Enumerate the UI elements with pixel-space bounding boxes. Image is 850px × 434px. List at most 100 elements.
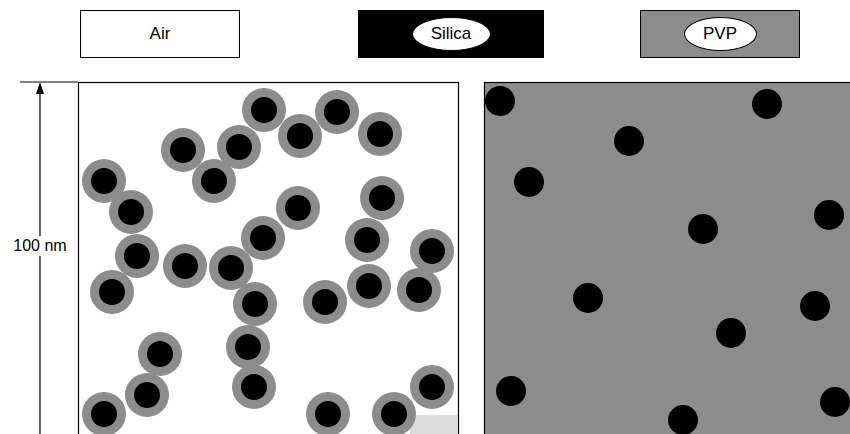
- coated-particle: [360, 176, 404, 220]
- silica-particle: [814, 200, 844, 230]
- legend-swatch: PVP: [640, 10, 800, 58]
- silica-core: [250, 225, 276, 251]
- pvp-shell: [82, 392, 126, 434]
- coated-particle: [303, 280, 347, 324]
- legend-text: Air: [150, 24, 171, 44]
- silica-core: [134, 382, 160, 408]
- coated-particle: [125, 373, 169, 417]
- pvp-shell: [209, 246, 253, 290]
- silica-core: [99, 279, 125, 305]
- coated-particle: [241, 216, 285, 260]
- silica-core: [124, 243, 150, 269]
- pvp-shell: [372, 392, 416, 434]
- silica-core: [419, 238, 445, 264]
- silica-particle: [752, 89, 782, 119]
- legend-text: Silica: [431, 24, 472, 44]
- coated-particle: [233, 282, 277, 326]
- pvp-shell: [233, 282, 277, 326]
- silica-core: [356, 273, 382, 299]
- silica-core: [354, 227, 380, 253]
- label-oval: Silica: [412, 17, 491, 51]
- pvp-shell: [347, 264, 391, 308]
- silica-core: [251, 97, 277, 123]
- silica-core: [91, 401, 117, 427]
- pvp-shell: [242, 88, 286, 132]
- coated-particle: [306, 392, 350, 434]
- pvp-shell: [163, 244, 207, 288]
- scale-bar: [20, 82, 78, 434]
- legend-swatch: Silica: [358, 10, 544, 58]
- coated-particle: [315, 90, 359, 134]
- air-panel: [79, 83, 459, 434]
- silica-core: [91, 168, 117, 194]
- coated-particle: [242, 88, 286, 132]
- label-oval: PVP: [684, 17, 757, 51]
- silica-core: [218, 255, 244, 281]
- coated-particle: [372, 392, 416, 434]
- coated-particle: [109, 190, 153, 234]
- silica-particle: [668, 405, 698, 434]
- pvp-shell: [241, 216, 285, 260]
- pvp-shell: [226, 325, 270, 369]
- silica-particle: [514, 167, 544, 197]
- pvp-shell: [109, 190, 153, 234]
- silica-core: [170, 137, 196, 163]
- pvp-shell: [125, 373, 169, 417]
- silica-particle: [716, 318, 746, 348]
- pvp-shell: [306, 392, 350, 434]
- silica-core: [172, 253, 198, 279]
- pvp-shell: [278, 114, 322, 158]
- silica-particle: [820, 387, 850, 417]
- coated-particle: [410, 229, 454, 273]
- silica-core: [315, 401, 341, 427]
- pvp-shell: [397, 268, 441, 312]
- coated-particle: [345, 218, 389, 262]
- pvp-shell: [138, 332, 182, 376]
- pvp-shell: [276, 186, 320, 230]
- silica-core: [147, 341, 173, 367]
- legend-swatch: Air: [80, 10, 240, 58]
- silica-particle: [800, 291, 830, 321]
- pvp-shell: [303, 280, 347, 324]
- coated-particle: [276, 186, 320, 230]
- pvp-shell: [90, 270, 134, 314]
- coated-particle: [226, 325, 270, 369]
- silica-core: [312, 289, 338, 315]
- pvp-shell: [192, 159, 236, 203]
- silica-core: [381, 401, 407, 427]
- silica-particle: [573, 283, 603, 313]
- pvp-shell: [115, 234, 159, 278]
- silica-core: [419, 374, 445, 400]
- dimension-label: 100 nm: [11, 236, 68, 256]
- silica-core: [235, 334, 261, 360]
- shade-corner: [410, 415, 458, 434]
- coated-particle: [410, 365, 454, 409]
- coated-particle: [397, 268, 441, 312]
- dispersed-particles: [485, 86, 850, 434]
- silica-particle: [688, 214, 718, 244]
- silica-core: [118, 199, 144, 225]
- pvp-shell: [345, 218, 389, 262]
- coated-particle: [209, 246, 253, 290]
- coated-particle: [278, 114, 322, 158]
- coated-particle: [161, 128, 205, 172]
- silica-core: [226, 134, 252, 160]
- silica-core: [285, 195, 311, 221]
- silica-core: [201, 168, 227, 194]
- pvp-panel: [485, 83, 850, 434]
- silica-core: [406, 277, 432, 303]
- pvp-shell: [410, 365, 454, 409]
- pvp-shell: [410, 229, 454, 273]
- pvp-shell: [161, 128, 205, 172]
- coated-particle: [138, 332, 182, 376]
- silica-core: [369, 185, 395, 211]
- coated-particle: [358, 112, 402, 156]
- silica-core: [367, 121, 393, 147]
- pvp-shell: [358, 112, 402, 156]
- silica-particle: [614, 126, 644, 156]
- coated-particle: [115, 234, 159, 278]
- silica-particle: [485, 86, 515, 116]
- pvp-shell: [232, 365, 276, 409]
- silica-particle: [496, 376, 526, 406]
